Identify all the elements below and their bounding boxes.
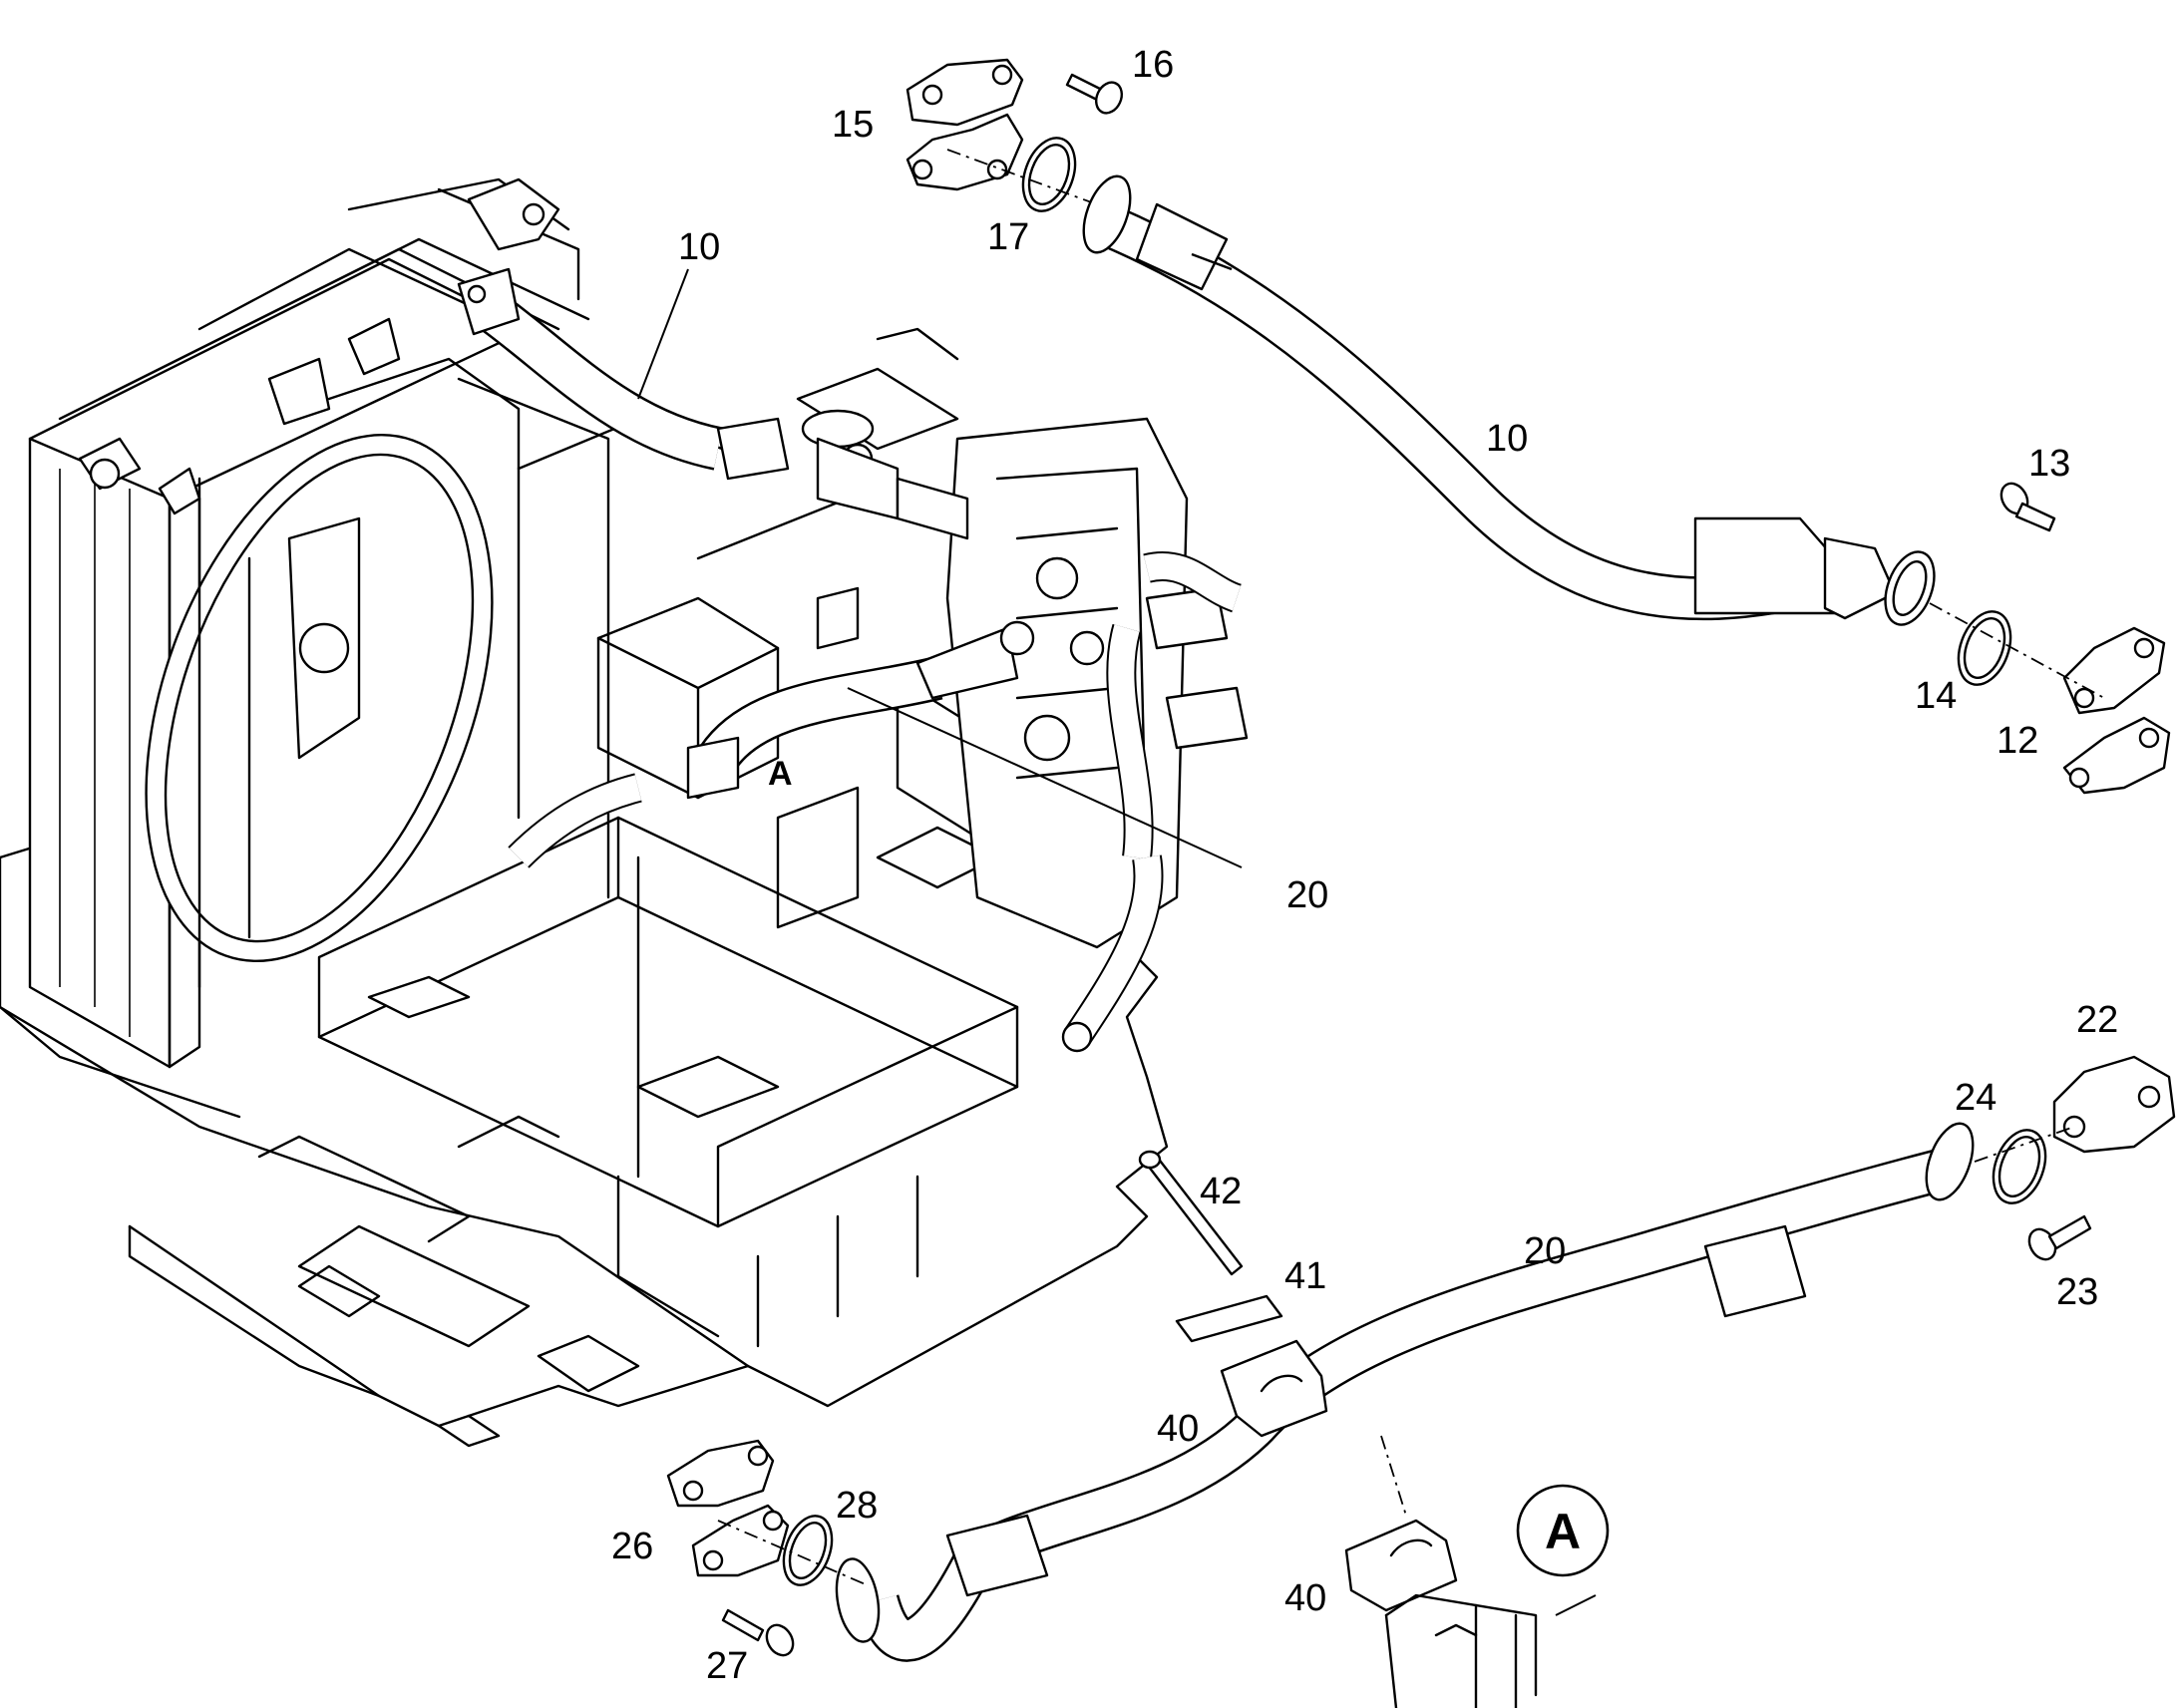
assembly-axis-10-top — [946, 149, 1098, 205]
view-a-marker: A — [1516, 1484, 1610, 1577]
callout-23: 23 — [2056, 1271, 2098, 1313]
callout-12: 12 — [1997, 720, 2038, 762]
callout-10-main: 10 — [678, 226, 720, 268]
flange-clamp-half-15-upper — [906, 58, 1024, 127]
assembly-axis-20-right — [1974, 1126, 2075, 1163]
clamp-half-40-upper — [1220, 1339, 1328, 1438]
radiator-block — [28, 177, 590, 1069]
callout-14: 14 — [1915, 675, 1957, 717]
screw-23 — [2027, 1214, 2092, 1261]
callout-42: 42 — [1200, 1171, 1242, 1212]
pump-valve-block — [945, 417, 1249, 1046]
flange-clamp-half-15-lower — [906, 113, 1024, 191]
callout-28: 28 — [836, 1485, 878, 1527]
callout-27: 27 — [706, 1645, 748, 1687]
callout-16: 16 — [1132, 44, 1174, 86]
callout-24: 24 — [1955, 1077, 1997, 1119]
screw-27 — [721, 1608, 795, 1657]
o-ring-14 — [1957, 610, 2012, 686]
flange-clamp-half-26-lower — [691, 1504, 790, 1577]
detail-a-bracket — [1384, 1593, 1538, 1708]
screw-16 — [1065, 73, 1124, 115]
assembly-axis-clamp — [1380, 1435, 1407, 1517]
callout-15: 15 — [832, 104, 874, 146]
machine-frame-assembly — [0, 177, 1249, 1448]
leader-10-main — [637, 268, 689, 400]
leader-lines — [637, 268, 1243, 868]
clamp-half-40-lower — [1344, 1519, 1458, 1612]
flange-clamp-half-22 — [2052, 1055, 2176, 1154]
flange-clamp-half-12-upper — [2062, 626, 2166, 715]
bolt-42 — [1138, 1150, 1244, 1276]
assembly-axis-10-bottom — [1929, 602, 2105, 699]
installed-hose-10 — [457, 267, 969, 540]
fan-shroud — [145, 357, 610, 989]
hydraulic-hose-10-exploded — [1082, 174, 1936, 626]
callouts: 15 16 17 10 10 13 14 12 A 20 22 24 42 20… — [611, 44, 2118, 1687]
callout-a-installed: A — [768, 755, 793, 793]
flange-clamp-half-26-upper — [666, 1439, 775, 1508]
screw-13 — [1999, 482, 2056, 532]
leader-20-main — [847, 687, 1243, 868]
installed-hose-20 — [508, 620, 1035, 868]
callout-17: 17 — [987, 216, 1029, 258]
callout-13: 13 — [2028, 443, 2070, 485]
chassis-base — [0, 786, 1169, 1448]
callout-20-lower: 20 — [1524, 1230, 1566, 1272]
o-ring-28 — [782, 1515, 834, 1586]
callout-26: 26 — [611, 1526, 653, 1567]
callout-10-upper: 10 — [1486, 418, 1528, 460]
o-ring-17 — [1021, 137, 1077, 212]
flange-clamp-half-12-lower — [2062, 716, 2171, 795]
callout-22: 22 — [2076, 999, 2118, 1041]
assembly-axis-20-left — [717, 1520, 869, 1586]
callout-40-lower: 40 — [1284, 1577, 1326, 1619]
o-ring-24 — [1992, 1129, 2047, 1204]
callout-40-upper: 40 — [1157, 1408, 1199, 1450]
detail-a-leader — [1555, 1594, 1597, 1616]
clamp-plate-41 — [1175, 1294, 1283, 1343]
view-a-label: A — [1545, 1504, 1581, 1559]
callout-20-main: 20 — [1286, 874, 1328, 916]
callout-41: 41 — [1284, 1255, 1326, 1297]
